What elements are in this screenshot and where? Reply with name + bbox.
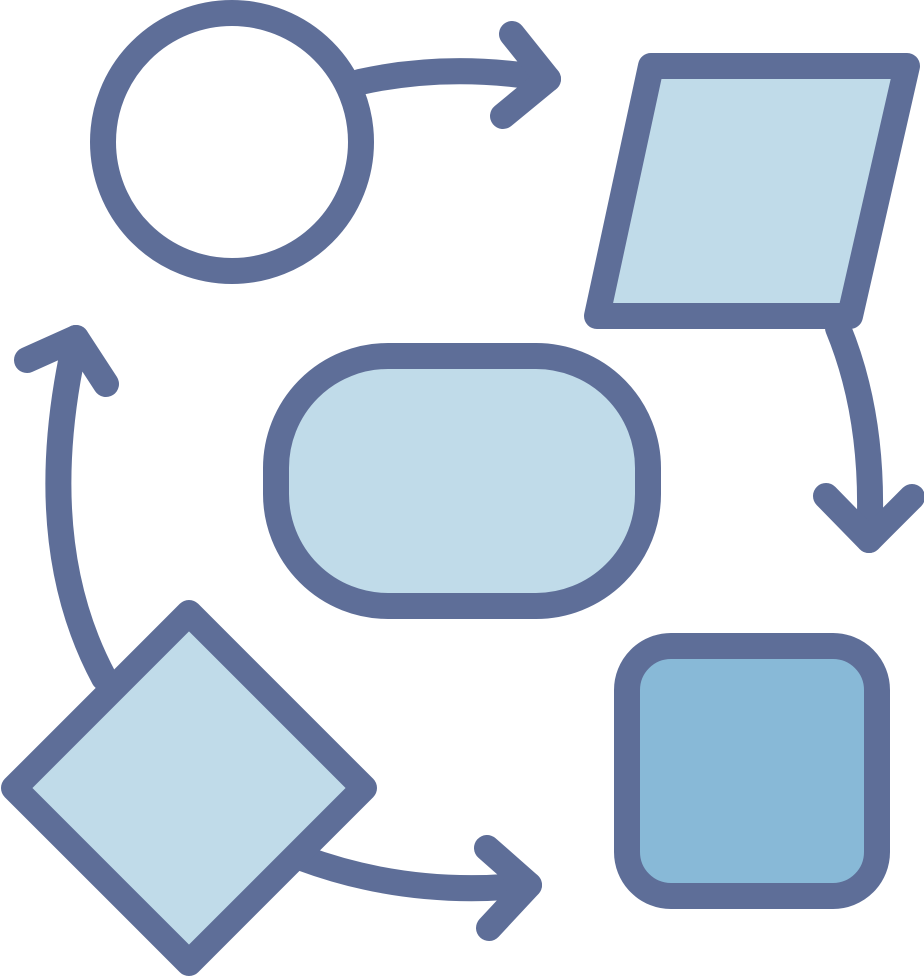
arrowhead-to-circle: [14, 325, 119, 397]
arrow-circle-to-parallelogram: [347, 58, 561, 95]
process-square: [614, 633, 890, 909]
arrow-parallelogram-to-square: [825, 315, 884, 553]
arrowhead-to-square-bottom: [474, 835, 542, 941]
center-terminator: [263, 343, 661, 619]
arrowhead-to-parallelogram: [490, 21, 561, 129]
arrow-diamond-to-circle: [45, 325, 117, 691]
arrow-diamond-to-square: [289, 845, 542, 902]
input-parallelogram: [584, 53, 920, 329]
start-circle: [90, 0, 374, 284]
decision-diamond: [1, 600, 377, 976]
arrowhead-to-square: [813, 483, 924, 553]
